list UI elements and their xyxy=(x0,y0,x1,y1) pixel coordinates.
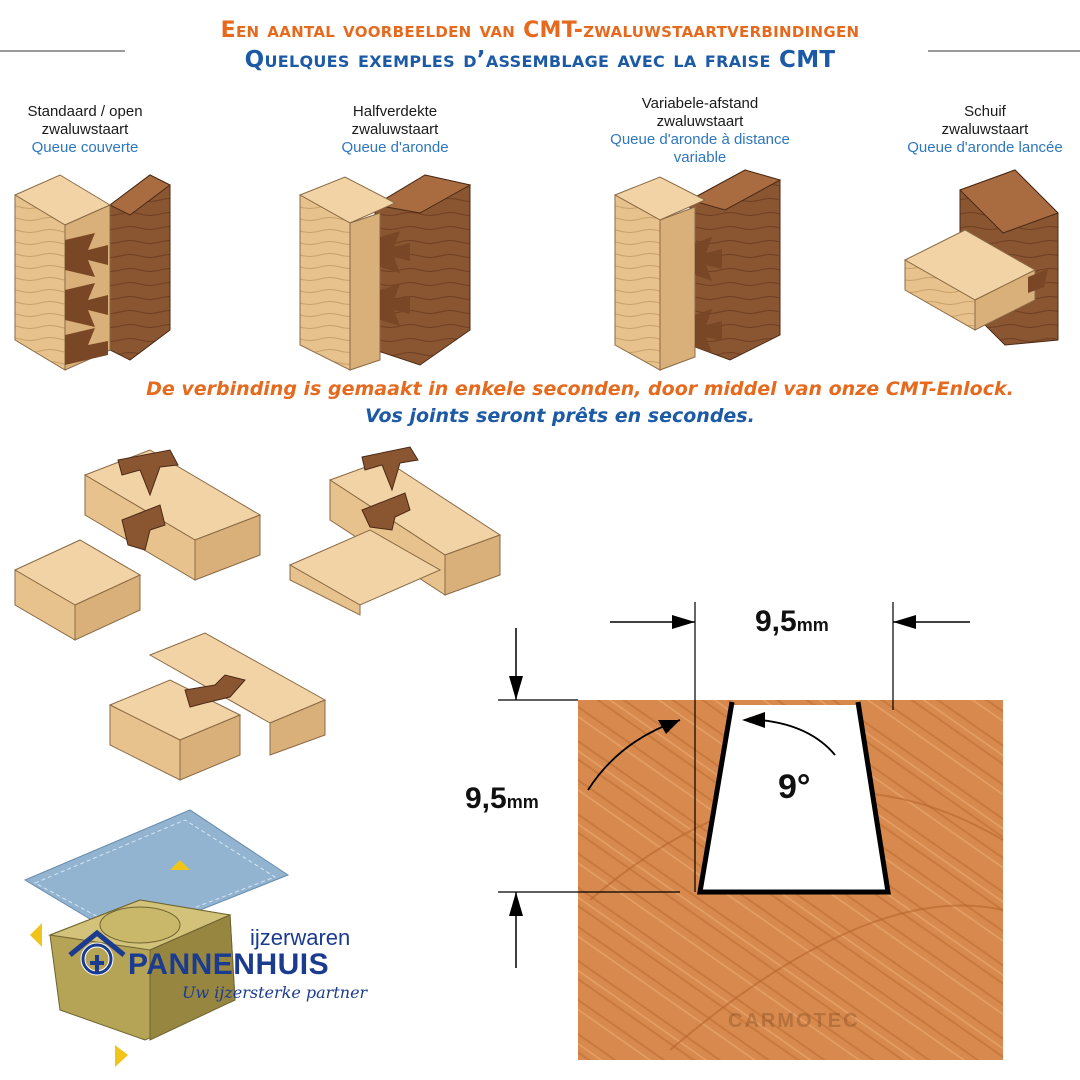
joint-label-4-nl: Schuif zwaluwstaart xyxy=(941,103,1029,138)
joint-label-4: Schuif zwaluwstaart Queue d'aronde lancé… xyxy=(895,103,1075,157)
joint-3-drawing xyxy=(613,169,782,371)
joint-2-drawing xyxy=(298,174,472,371)
pannenhuis-logo-icon xyxy=(68,929,126,976)
dovetail-cross-section xyxy=(498,602,1004,1060)
enlock-exploded-2 xyxy=(288,446,502,616)
enlock-exploded-1 xyxy=(13,449,262,641)
depth-dimension-label: 9,5mm xyxy=(465,782,539,816)
joint-label-2: Halfverdekte zwaluwstaart Queue d'aronde xyxy=(330,103,460,157)
joint-label-3-fr: Queue d'aronde à distance variable xyxy=(610,131,790,166)
joint-label-3: Variabele-afstand zwaluwstaart Queue d'a… xyxy=(595,95,805,167)
title-french: Quelques exemples d’assemblage avec la f… xyxy=(244,47,836,73)
joint-label-4-fr: Queue d'aronde lancée xyxy=(907,139,1063,156)
joint-1-drawing xyxy=(13,174,171,371)
joint-label-1-nl: Standaard / open zwaluwstaart xyxy=(27,103,143,138)
angle-label: 9° xyxy=(778,768,811,806)
tagline-dutch: De verbinding is gemaakt in enkele secon… xyxy=(146,378,1014,400)
width-value: 9,5 xyxy=(755,605,797,638)
joint-illustrations xyxy=(13,169,1059,371)
joint-4-drawing xyxy=(903,169,1059,346)
joint-label-3-nl: Variabele-afstand zwaluwstaart xyxy=(641,95,759,130)
logo-slogan: Uw ijzersterke partner xyxy=(182,983,368,1002)
title-dutch: Een aantal voorbeelden van CMT-zwaluwsta… xyxy=(220,18,860,43)
width-unit: mm xyxy=(796,615,829,635)
enlock-illustrations xyxy=(13,446,502,781)
joint-label-2-nl: Halfverdekte zwaluwstaart xyxy=(351,103,439,138)
logo-name: PANNENHUIS xyxy=(128,948,330,981)
depth-value: 9,5 xyxy=(465,782,507,815)
dovetail-groove xyxy=(700,705,888,892)
joint-label-1-fr: Queue couverte xyxy=(31,139,139,156)
width-dimension-label: 9,5mm xyxy=(755,605,829,639)
tagline-french: Vos joints seront prêts en secondes. xyxy=(365,405,755,427)
depth-unit: mm xyxy=(506,792,539,812)
joint-label-1: Standaard / open zwaluwstaart Queue couv… xyxy=(10,103,160,157)
watermark: CARMOTEC xyxy=(728,1010,860,1032)
header-rule-right xyxy=(928,50,1080,52)
header-rule-left xyxy=(0,50,125,52)
logo-top-text: ijzerwaren xyxy=(250,925,351,950)
joint-label-2-fr: Queue d'aronde xyxy=(341,139,449,156)
enlock-assembled xyxy=(108,632,327,781)
